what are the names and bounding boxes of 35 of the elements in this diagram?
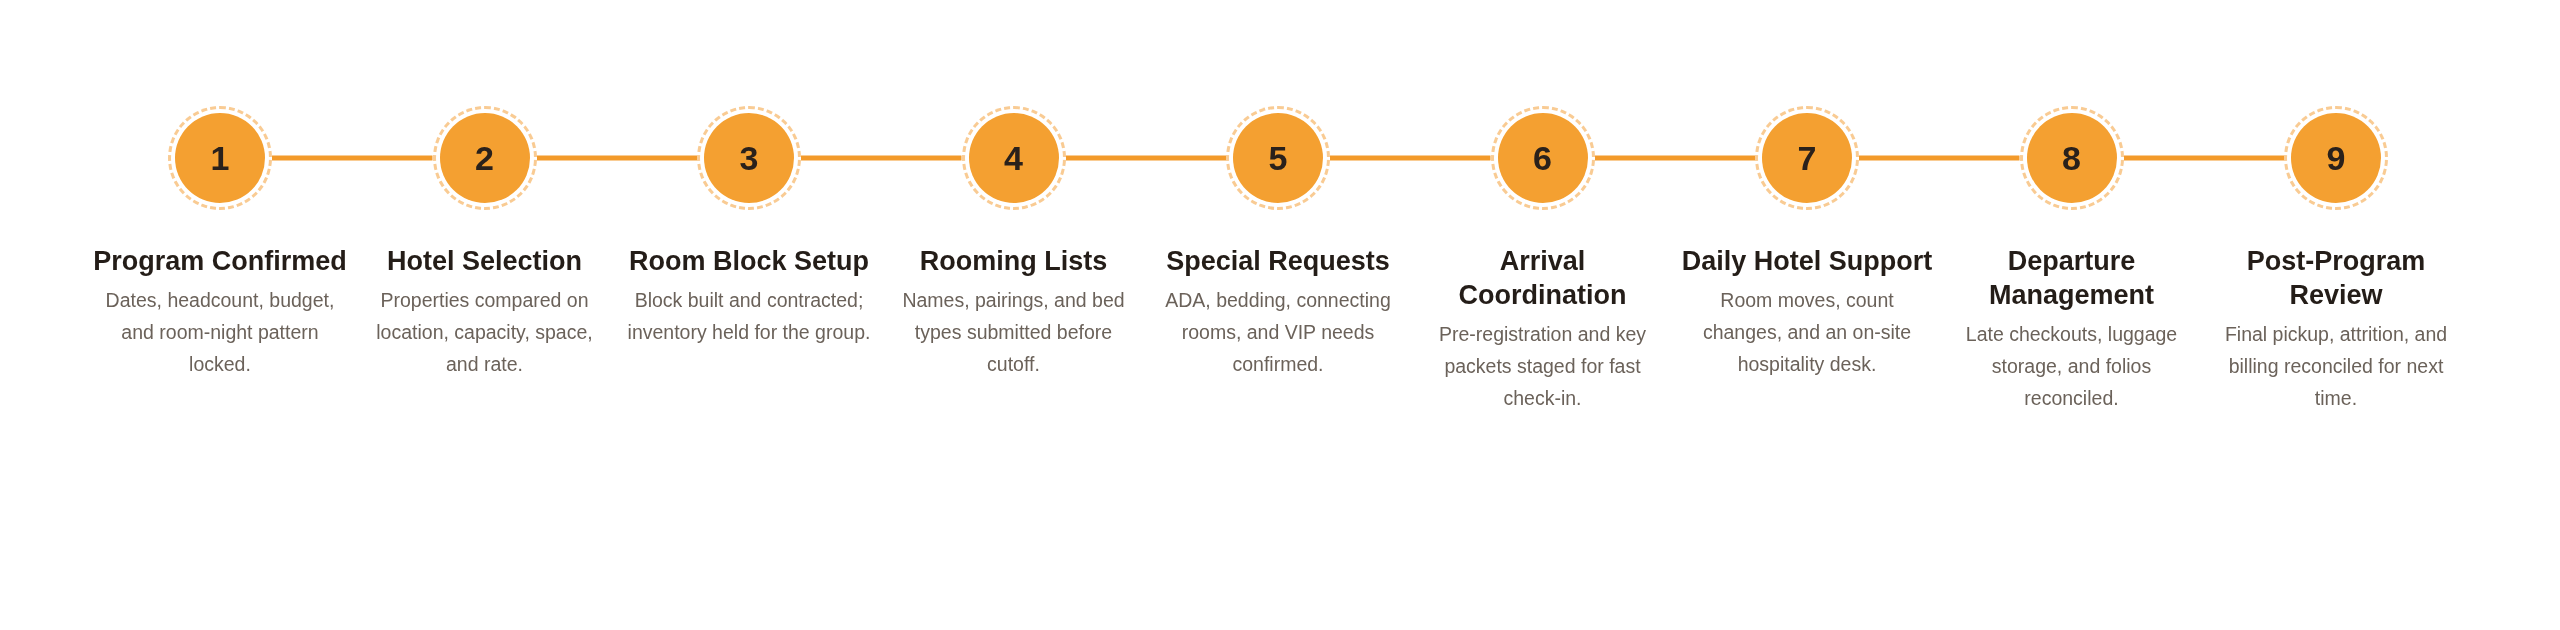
step-title: Arrival Coordination — [1457, 245, 1628, 312]
connector-line — [1859, 155, 2020, 161]
step-title: Program Confirmed — [93, 245, 347, 278]
step-description: Room moves, count changes, and an on-site hospitality desk. — [1701, 288, 1913, 377]
connector-line — [272, 155, 433, 161]
step-description: Late checkouts, luggage storage, and folios reconciled. — [1964, 322, 2179, 411]
step-number: 3 — [739, 138, 759, 178]
step-title: Room Block Setup — [629, 245, 869, 278]
step-number: 1 — [210, 138, 230, 178]
step-title: Post-Program Review — [2245, 245, 2427, 312]
step-description: Block built and contracted; inventory held for the group. — [626, 288, 872, 345]
step-description: Names, pairings, and bed types submitted before cutoff. — [901, 288, 1126, 377]
step-title: Daily Hotel Support — [1681, 245, 1933, 278]
step-number: 2 — [475, 138, 494, 178]
connector-line — [536, 155, 697, 161]
step-number: 8 — [2062, 138, 2081, 178]
step-number: 7 — [1797, 138, 1817, 178]
step-title: Rooming Lists — [919, 245, 1108, 278]
step-number: 6 — [1533, 138, 1552, 178]
connector-line — [1065, 155, 1226, 161]
step-description: Final pickup, attrition, and billing reconciled for next time. — [2223, 322, 2449, 411]
connector-line — [1330, 155, 1491, 161]
step-description: Pre-registration and key packets staged for fast check-in. — [1438, 322, 1647, 411]
connector-line — [2123, 155, 2284, 161]
step-title: Special Requests — [1166, 245, 1390, 278]
step-number: 4 — [1004, 138, 1023, 178]
step-description: Properties compared on location, capacity, space, and rate. — [375, 288, 594, 377]
step-number: 9 — [2326, 138, 2346, 178]
step-number: 5 — [1268, 138, 1288, 178]
step-description: ADA, bedding, connecting rooms, and VIP needs confirmed. — [1164, 288, 1392, 377]
step-description: Dates, headcount, budget, and room-night pattern locked. — [104, 288, 336, 377]
connector-line — [1594, 155, 1755, 161]
connector-line — [801, 155, 962, 161]
step-title: Departure Management — [1987, 245, 2155, 312]
step-title: Hotel Selection — [386, 245, 582, 278]
